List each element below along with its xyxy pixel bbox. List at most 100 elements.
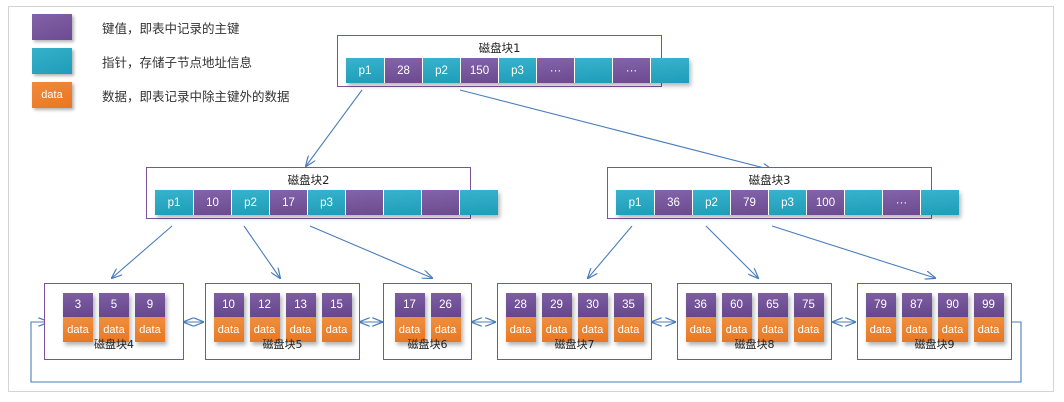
leaf-block8-data-1: data — [685, 317, 716, 342]
node2-cell-p4[interactable] — [384, 190, 422, 215]
node1-cell-k1[interactable]: 28 — [385, 58, 423, 83]
leaf-block4-entry-3[interactable]: 9 data — [135, 293, 165, 342]
leaf-block4-entry-1[interactable]: 3 data — [63, 293, 93, 342]
leaf-block5-entry-2[interactable]: 12 data — [249, 293, 280, 342]
leaf-block9-data-1: data — [865, 317, 896, 342]
leaf-block7-entry-4[interactable]: 35 data — [613, 293, 644, 342]
leaf-block6-key-1: 17 — [394, 293, 425, 317]
node2-cell-p5[interactable] — [460, 190, 498, 215]
leaf-block9-data-3: data — [937, 317, 968, 342]
leaf-block7-entry-3[interactable]: 30 data — [577, 293, 608, 342]
leaf-block7-data-3: data — [577, 317, 608, 342]
leaf-block7-data-1: data — [505, 317, 536, 342]
leaf-block9-entry-3[interactable]: 90 data — [937, 293, 968, 342]
diagram-outer-frame — [8, 6, 1054, 392]
node2-cell-p3[interactable]: p3 — [308, 190, 346, 215]
node1-cell-p5[interactable] — [651, 58, 689, 83]
node2-cell-k3[interactable] — [346, 190, 384, 215]
leaf-block5-data-2: data — [249, 317, 280, 342]
internal-node-block3-cells: p1 36 p2 79 p3 100 ··· — [616, 190, 959, 215]
leaf-block8-data-2: data — [721, 317, 752, 342]
leaf-node-block8[interactable]: 36 data 60 data 65 data 75 data 磁盘块8 — [677, 283, 832, 360]
leaf-block8-data-3: data — [757, 317, 788, 342]
node3-cell-k2[interactable]: 79 — [731, 190, 769, 215]
leaf-block8-key-3: 65 — [757, 293, 788, 317]
leaf-block8-entry-1[interactable]: 36 data — [685, 293, 716, 342]
leaf-block4-data-3: data — [135, 317, 165, 342]
leaf-block4-key-3: 9 — [135, 293, 165, 317]
leaf-block8-key-4: 75 — [793, 293, 824, 317]
leaf-block5-entry-1[interactable]: 10 data — [213, 293, 244, 342]
leaf-block5-data-4: data — [321, 317, 352, 342]
leaf-block7-data-2: data — [541, 317, 572, 342]
leaf-block8-entry-2[interactable]: 60 data — [721, 293, 752, 342]
leaf-block9-cells: 79 data 87 data 90 data 99 data — [858, 293, 1011, 342]
internal-node-block2-title: 磁盘块2 — [287, 173, 330, 187]
node1-cell-p2[interactable]: p2 — [423, 58, 461, 83]
node2-cell-p2[interactable]: p2 — [232, 190, 270, 215]
leaf-block8-key-2: 60 — [721, 293, 752, 317]
node3-cell-k1[interactable]: 36 — [655, 190, 693, 215]
leaf-block5-key-2: 12 — [249, 293, 280, 317]
node1-cell-p4[interactable] — [575, 58, 613, 83]
leaf-block8-entry-4[interactable]: 75 data — [793, 293, 824, 342]
leaf-node-block4[interactable]: 3 data 5 data 9 data 磁盘块4 — [44, 283, 184, 360]
leaf-node-block9[interactable]: 79 data 87 data 90 data 99 data 磁盘块9 — [857, 283, 1012, 360]
node1-cell-k4[interactable]: ··· — [613, 58, 651, 83]
leaf-block6-key-2: 26 — [430, 293, 461, 317]
leaf-block7-entry-1[interactable]: 28 data — [505, 293, 536, 342]
leaf-node-block7[interactable]: 28 data 29 data 30 data 35 data 磁盘块7 — [497, 283, 652, 360]
leaf-block7-entry-2[interactable]: 29 data — [541, 293, 572, 342]
node2-cell-k2[interactable]: 17 — [270, 190, 308, 215]
leaf-block4-entry-2[interactable]: 5 data — [99, 293, 129, 342]
leaf-block8-entry-3[interactable]: 65 data — [757, 293, 788, 342]
node3-cell-k4[interactable]: ··· — [883, 190, 921, 215]
node3-cell-k3[interactable]: 100 — [807, 190, 845, 215]
leaf-block5-data-3: data — [285, 317, 316, 342]
leaf-block4-cells: 3 data 5 data 9 data — [45, 293, 183, 342]
node2-cell-k1[interactable]: 10 — [194, 190, 232, 215]
node3-cell-p1[interactable]: p1 — [616, 190, 655, 215]
leaf-block5-entry-4[interactable]: 15 data — [321, 293, 352, 342]
leaf-block7-key-4: 35 — [613, 293, 644, 317]
node1-cell-p1[interactable]: p1 — [346, 58, 385, 83]
leaf-block9-entry-1[interactable]: 79 data — [865, 293, 896, 342]
node3-cell-p4[interactable] — [845, 190, 883, 215]
legend-item-key: 键值，即表中记录的主键 — [32, 14, 332, 40]
leaf-block6-entry-1[interactable]: 17 data — [394, 293, 425, 342]
leaf-block7-key-3: 30 — [577, 293, 608, 317]
leaf-block9-title: 磁盘块9 — [914, 338, 955, 351]
node3-cell-p3[interactable]: p3 — [769, 190, 807, 215]
internal-node-block1[interactable]: 磁盘块1 p1 28 p2 150 p3 ··· ··· — [337, 35, 689, 87]
leaf-block9-entry-2[interactable]: 87 data — [901, 293, 932, 342]
leaf-block9-key-4: 99 — [973, 293, 1004, 317]
leaf-block5-data-1: data — [213, 317, 244, 342]
node1-cell-k3[interactable]: ··· — [537, 58, 575, 83]
leaf-block4-key-2: 5 — [99, 293, 129, 317]
leaf-block6-entry-2[interactable]: 26 data — [430, 293, 461, 342]
internal-node-block2[interactable]: 磁盘块2 p1 10 p2 17 p3 — [146, 167, 498, 219]
internal-node-block2-cells: p1 10 p2 17 p3 — [155, 190, 498, 215]
leaf-block7-cells: 28 data 29 data 30 data 35 data — [498, 293, 651, 342]
node1-cell-k2[interactable]: 150 — [461, 58, 499, 83]
leaf-block9-key-1: 79 — [865, 293, 896, 317]
leaf-node-block6[interactable]: 17 data 26 data 磁盘块6 — [383, 283, 472, 360]
leaf-block8-cells: 36 data 60 data 65 data 75 data — [678, 293, 831, 342]
leaf-block9-entry-4[interactable]: 99 data — [973, 293, 1004, 342]
leaf-block7-data-4: data — [613, 317, 644, 342]
leaf-block4-key-1: 3 — [63, 293, 93, 317]
node1-cell-p3[interactable]: p3 — [499, 58, 537, 83]
leaf-block5-entry-3[interactable]: 13 data — [285, 293, 316, 342]
node2-cell-k4[interactable] — [422, 190, 460, 215]
leaf-block8-title: 磁盘块8 — [734, 338, 775, 351]
node3-cell-p2[interactable]: p2 — [693, 190, 731, 215]
node3-cell-p5[interactable] — [921, 190, 959, 215]
leaf-node-block5[interactable]: 10 data 12 data 13 data 15 data 磁盘块5 — [205, 283, 360, 360]
leaf-block7-key-2: 29 — [541, 293, 572, 317]
node2-cell-p1[interactable]: p1 — [155, 190, 194, 215]
leaf-block7-key-1: 28 — [505, 293, 536, 317]
leaf-block8-data-4: data — [793, 317, 824, 342]
internal-node-block3[interactable]: 磁盘块3 p1 36 p2 79 p3 100 ··· — [607, 167, 959, 219]
leaf-block5-key-4: 15 — [321, 293, 352, 317]
